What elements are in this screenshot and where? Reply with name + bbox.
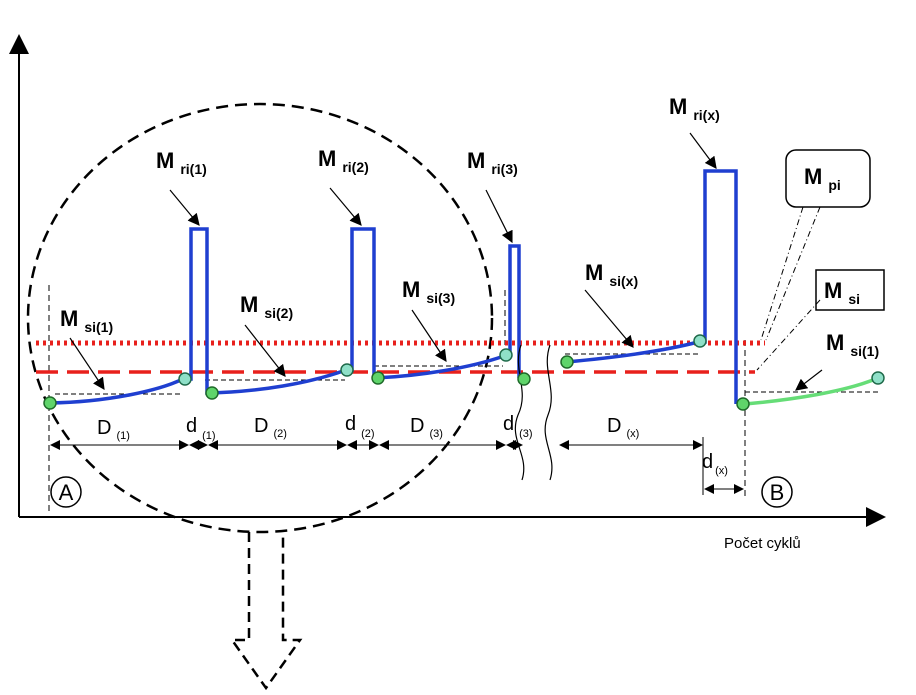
leader-mri3: [485, 189, 513, 244]
point: [736, 397, 750, 411]
moment-curve-x: [565, 169, 738, 404]
label-dx: d(x): [702, 451, 728, 477]
callout-mpi: [785, 149, 871, 208]
box-tail: [756, 299, 821, 371]
break-line: [544, 344, 553, 481]
zoom-circle: [26, 102, 494, 534]
label-d1: d(1): [186, 415, 216, 442]
moment-curve-end: [744, 376, 879, 406]
leader-mrix: [689, 132, 717, 169]
point-end: [871, 371, 885, 385]
point: [340, 363, 354, 377]
zoom-arrow: [229, 532, 303, 691]
leader-mri2: [329, 187, 362, 226]
label-d3: d(3): [503, 413, 533, 440]
leader-msi3: [411, 309, 447, 362]
callout-tail: [760, 206, 804, 341]
point-a-marker: [50, 476, 82, 508]
point: [371, 371, 385, 385]
point: [693, 334, 707, 348]
point-start: [43, 396, 57, 410]
point: [205, 386, 219, 400]
callout-tail: [765, 206, 821, 341]
point-b-marker: [761, 476, 793, 508]
label-d2: d(2): [345, 413, 375, 440]
leader-msi1-end: [795, 369, 823, 391]
leader-mri1: [169, 189, 200, 226]
leader-msix: [584, 289, 634, 348]
moment-curve: [49, 227, 521, 405]
label-point-b: B: [770, 480, 785, 505]
point: [560, 355, 574, 369]
label-Dx: D(x): [607, 415, 639, 440]
label-D2: D(2): [254, 415, 287, 440]
break-line: [514, 344, 525, 481]
point: [517, 372, 531, 386]
point: [499, 348, 513, 362]
x-axis-label: Počet cyklů: [724, 535, 801, 552]
box-msi: [815, 269, 885, 311]
label-D1: D(1): [97, 417, 130, 442]
leader-msi1: [69, 337, 105, 390]
leader-msi2: [244, 324, 286, 377]
label-D3: D(3): [410, 415, 443, 440]
label-point-a: A: [59, 480, 74, 505]
point: [178, 372, 192, 386]
